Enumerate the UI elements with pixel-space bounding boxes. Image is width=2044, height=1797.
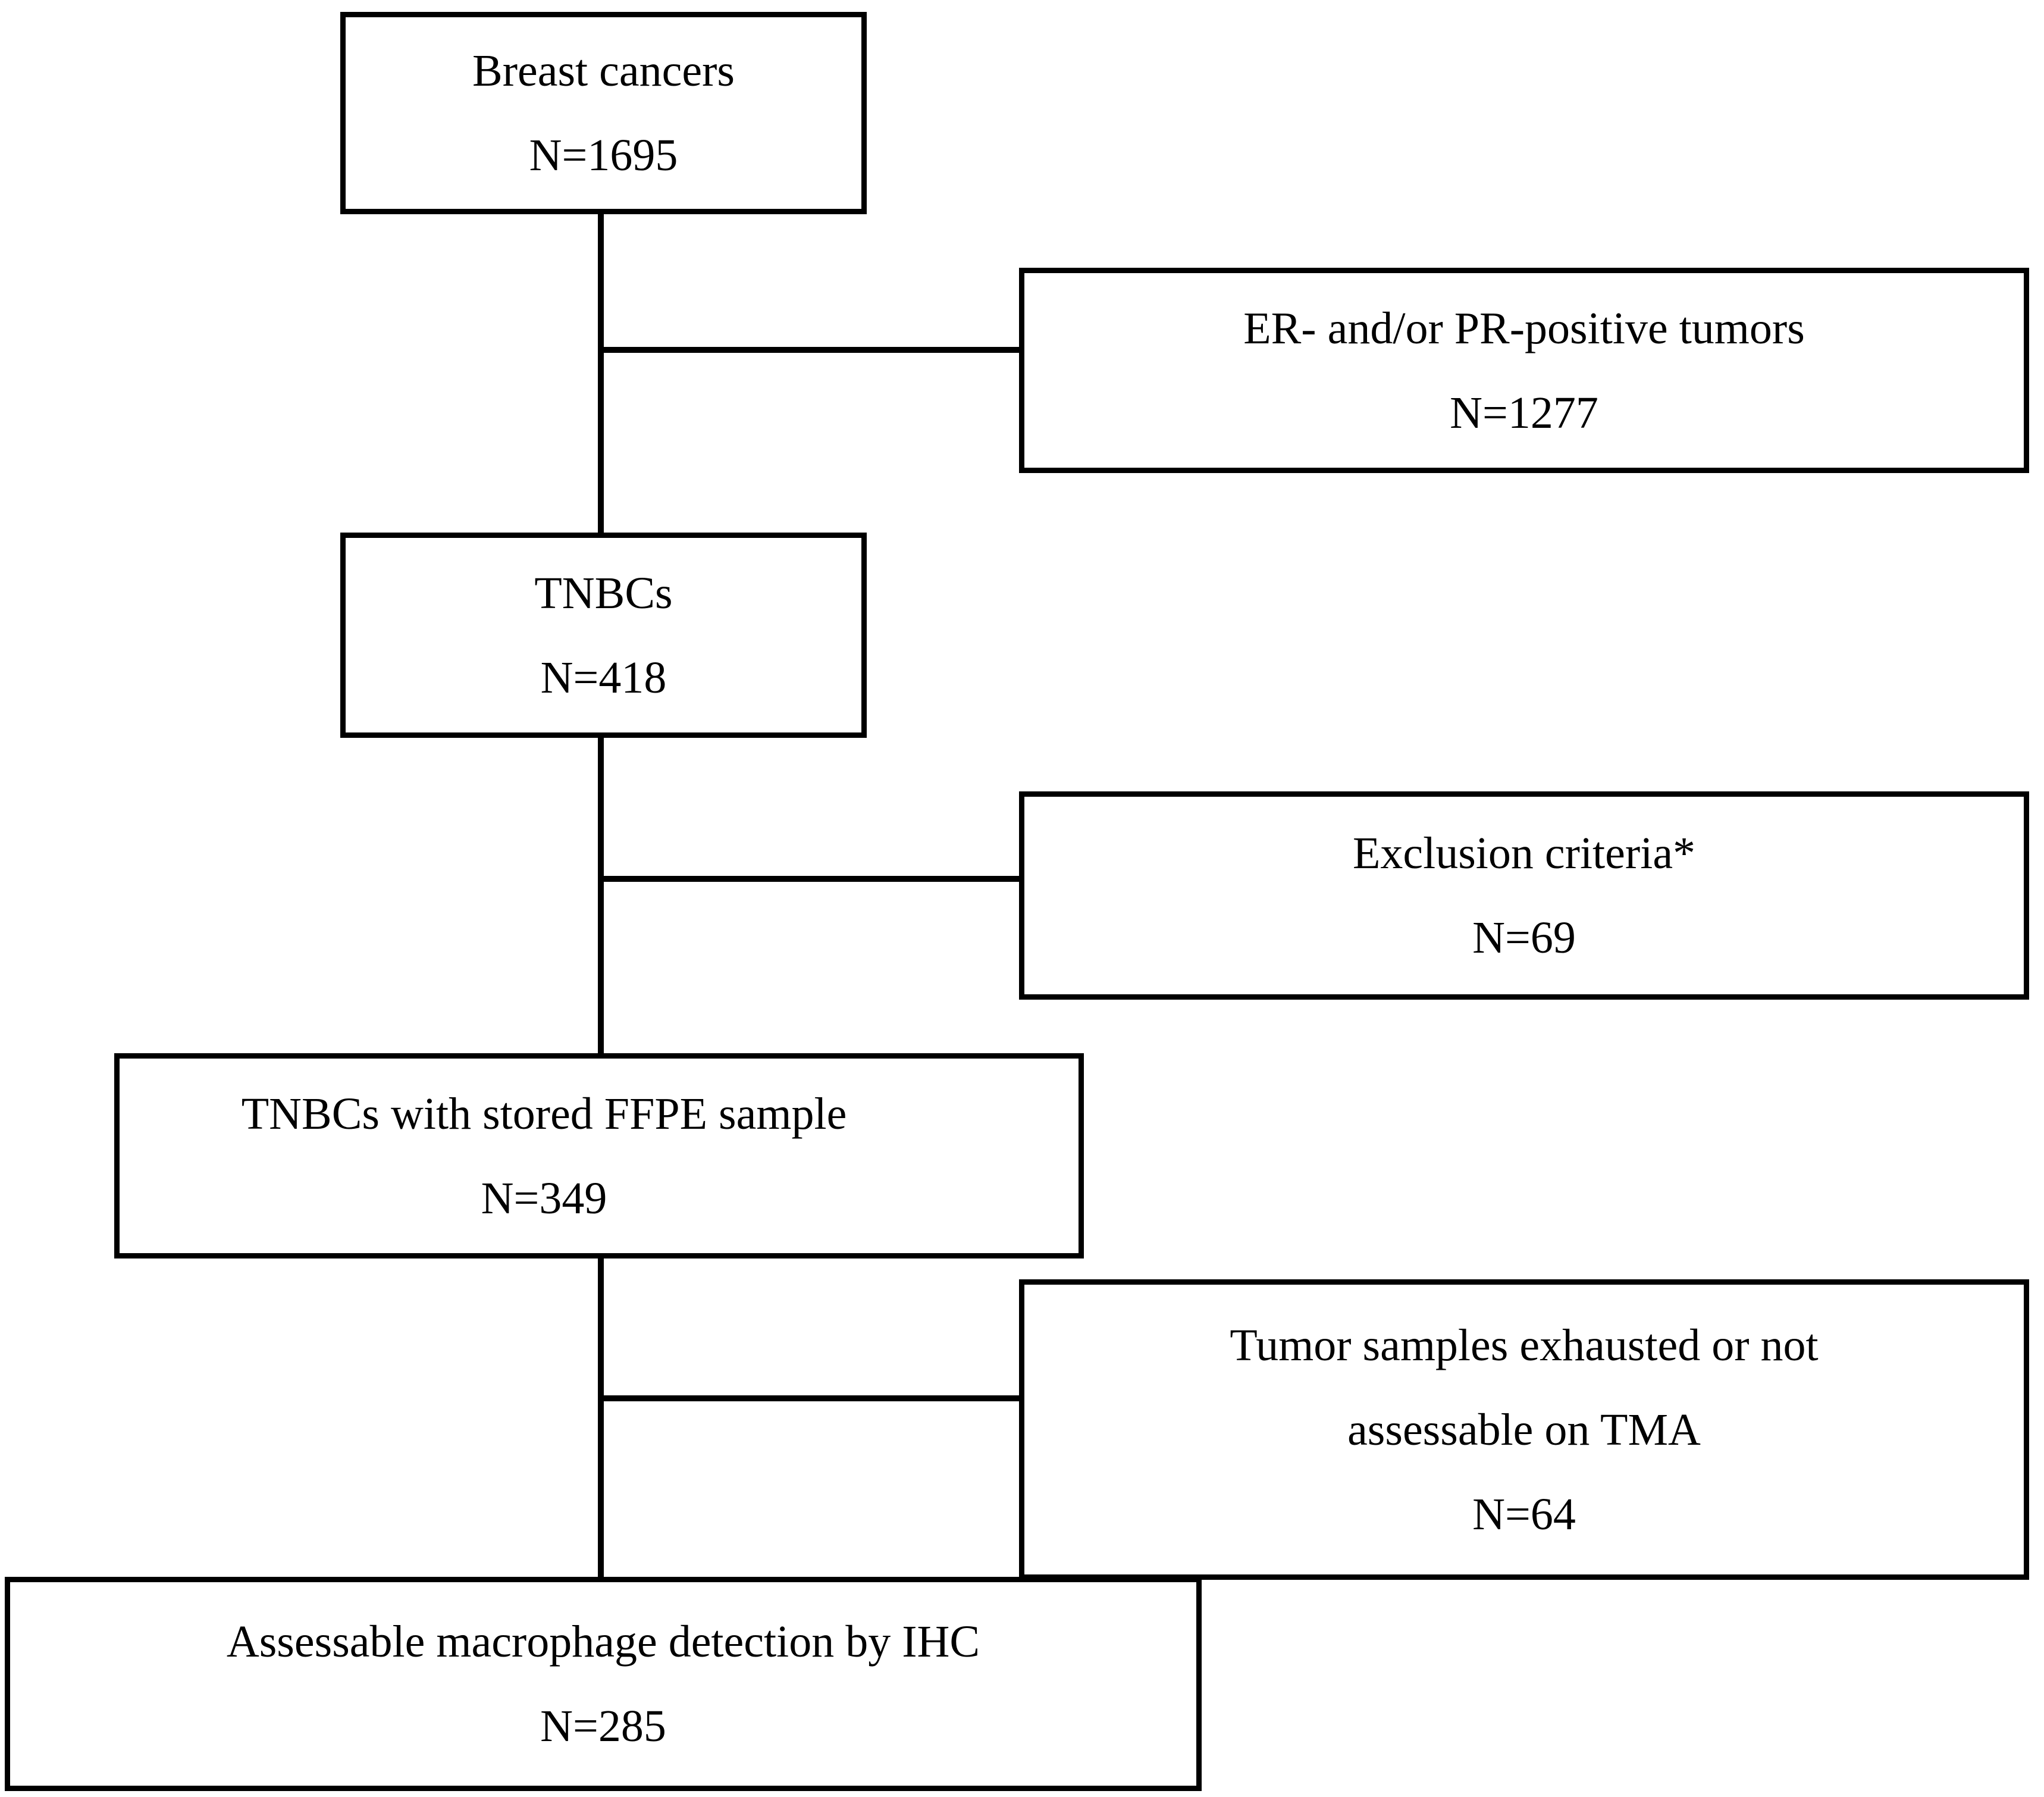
node-exclusion-criteria-count: N=69 (1472, 913, 1576, 963)
node-assessable-ihc-label: Assessable macrophage detection by IHC (226, 1617, 980, 1667)
node-samples-exhausted-label-line1: Tumor samples exhausted or not (1230, 1320, 1819, 1370)
node-er-pr-positive[interactable]: ER- and/or PR-positive tumors N=1277 (1019, 268, 2029, 473)
connector-branch-exclusion (598, 876, 1023, 882)
connector-branch-exhausted (598, 1395, 1023, 1401)
node-breast-cancers-count: N=1695 (529, 130, 678, 180)
node-tnbcs-text: TNBCs N=418 (534, 571, 672, 700)
node-tnbcs-label: TNBCs (534, 568, 673, 618)
node-tnbcs-ffpe-text: TNBCs with stored FFPE sample N=349 (242, 1091, 847, 1221)
node-tnbcs[interactable]: TNBCs N=418 (340, 533, 867, 738)
node-samples-exhausted-text: Tumor samples exhausted or not assessabl… (1230, 1323, 1818, 1537)
node-tnbcs-ffpe-count: N=349 (481, 1173, 607, 1223)
node-samples-exhausted-count: N=64 (1472, 1489, 1576, 1539)
node-er-pr-positive-text: ER- and/or PR-positive tumors N=1277 (1243, 306, 1805, 436)
connector-trunk-2 (598, 735, 604, 1056)
connector-branch-er-pr (598, 347, 1023, 353)
node-tnbcs-count: N=418 (540, 652, 667, 703)
node-breast-cancers-label: Breast cancers (472, 46, 735, 96)
node-assessable-ihc-text: Assessable macrophage detection by IHC N… (227, 1619, 980, 1749)
node-breast-cancers[interactable]: Breast cancers N=1695 (340, 12, 867, 214)
connector-trunk-3 (598, 1256, 604, 1580)
connector-trunk-1 (598, 211, 604, 536)
node-assessable-ihc[interactable]: Assessable macrophage detection by IHC N… (5, 1577, 1202, 1791)
node-breast-cancers-text: Breast cancers N=1695 (472, 48, 735, 178)
node-assessable-ihc-count: N=285 (540, 1701, 666, 1751)
node-exclusion-criteria-text: Exclusion criteria* N=69 (1353, 831, 1695, 960)
node-samples-exhausted-label-line2: assessable on TMA (1347, 1404, 1701, 1455)
node-samples-exhausted[interactable]: Tumor samples exhausted or not assessabl… (1019, 1279, 2029, 1580)
node-tnbcs-ffpe-label: TNBCs with stored FFPE sample (241, 1088, 847, 1139)
node-exclusion-criteria-label: Exclusion criteria* (1352, 828, 1696, 878)
node-exclusion-criteria[interactable]: Exclusion criteria* N=69 (1019, 791, 2029, 1000)
node-er-pr-positive-count: N=1277 (1450, 387, 1598, 438)
node-er-pr-positive-label: ER- and/or PR-positive tumors (1243, 303, 1805, 353)
node-tnbcs-ffpe[interactable]: TNBCs with stored FFPE sample N=349 (114, 1053, 1084, 1258)
